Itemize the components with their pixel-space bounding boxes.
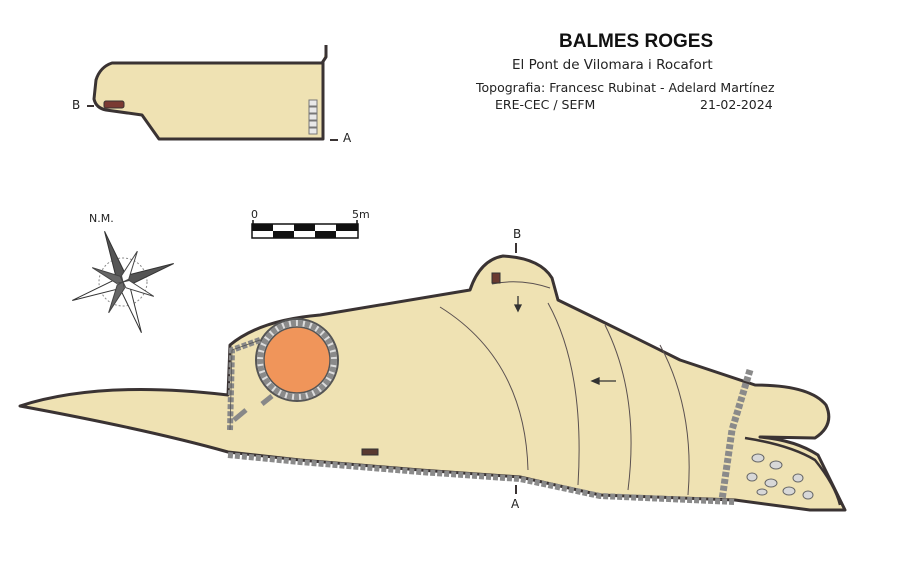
survey-date: 21-02-2024 (700, 97, 773, 112)
north-label: N.M. (89, 212, 114, 225)
profile-label-b: B (72, 98, 81, 112)
survey-credits: Topografia: Francesc Rubinat - Adelard M… (476, 80, 775, 95)
profile-outline (92, 45, 328, 141)
slope-arrow-down (513, 296, 523, 313)
step-line-2 (547, 302, 580, 486)
rocks (746, 453, 814, 500)
profile-wall (308, 99, 318, 135)
plan-label-a: A (511, 497, 520, 511)
scale-bar (251, 220, 359, 239)
lower-lobe-line (744, 436, 842, 506)
step-line-1 (439, 306, 529, 471)
profile-section (87, 45, 338, 141)
short-wall-2 (260, 394, 274, 406)
compass-rose (72, 231, 174, 333)
map-title: BALMES ROGES (559, 31, 714, 52)
slope-arrow-left (590, 377, 616, 385)
plan-label-b: B (513, 227, 522, 241)
step-line-4 (659, 344, 690, 496)
scale-end-label: 5m (352, 208, 370, 221)
plan-block-bottom (361, 448, 379, 456)
right-wall (718, 368, 754, 501)
profile-block (103, 100, 125, 109)
well (263, 326, 331, 394)
profile-label-a: A (343, 131, 352, 145)
plan-view (18, 243, 847, 512)
scale-start-label: 0 (251, 208, 258, 221)
bottom-wall (227, 452, 736, 505)
short-wall-1 (232, 408, 248, 422)
plan-block-top (491, 272, 501, 284)
map-subtitle: El Pont de Vilomara i Rocafort (512, 57, 713, 73)
survey-team: ERE-CEC / SEFM (495, 97, 596, 112)
plan-outline (18, 254, 847, 512)
well-stones (257, 320, 337, 400)
step-line-3 (604, 324, 632, 491)
